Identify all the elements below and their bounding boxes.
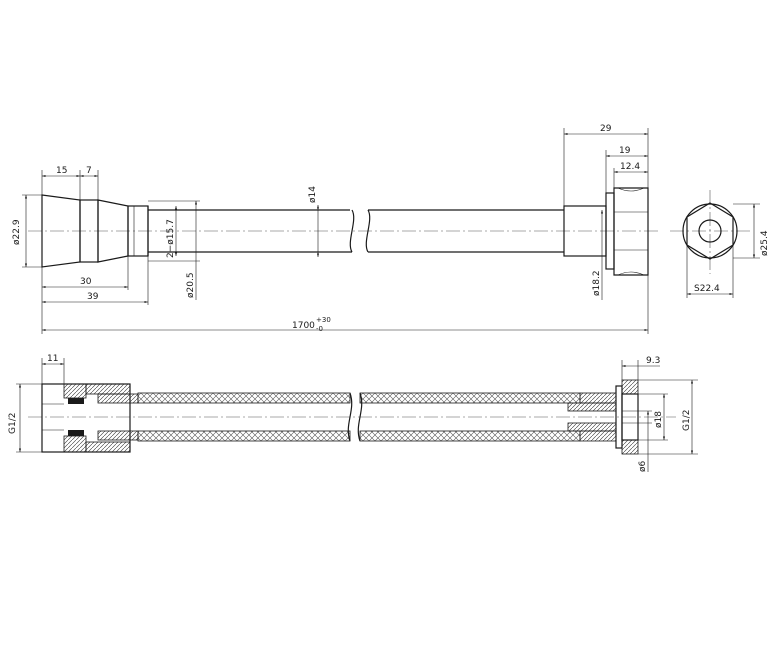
hex-end-view [670,190,750,274]
braid-bottom-left [137,430,351,442]
dim-d6: ø6 [638,460,648,472]
braid-bottom-right [359,430,581,442]
hex-nut-side [613,187,649,276]
dim-30: 30 [80,277,92,287]
dim-1700: 1700 [292,321,315,331]
dim-29: 29 [600,124,612,134]
braid-top-right [359,392,581,404]
dim-19: 19 [619,146,631,156]
dim-d18: ø18 [654,411,664,428]
dim-d20-5: ø20.5 [186,272,196,298]
top-view: 15 7 ø22.9 2−ø15.7 ø20.5 ø14 30 39 1700 … [12,124,770,334]
dim-d22-9: ø22.9 [12,219,22,245]
right-nut-bore [621,393,639,441]
dim-g-right: G1/2 [682,410,692,431]
dim-7: 7 [86,166,92,176]
dim-s22-4: S22.4 [694,284,720,294]
dim-d18-2: ø18.2 [592,270,602,296]
dim-9-3: 9.3 [646,356,660,366]
section-break-right [357,392,363,442]
dim-11: 11 [47,354,58,364]
dim-d25-4: ø25.4 [760,230,770,256]
dim-15: 15 [56,166,67,176]
dim-12-4: 12.4 [620,162,640,172]
braid-top-left [137,392,351,404]
section-break-left [347,392,353,442]
dim-1700-tol-lower: -0 [316,325,323,333]
dim-2-d15-7: 2−ø15.7 [166,219,176,258]
section-view: 11 G1/2 9.3 ø18 G1/2 ø6 [8,354,698,472]
dim-d14: ø14 [308,186,318,203]
break-line-right [365,209,371,253]
dim-39: 39 [87,292,99,302]
dim-1700-tol-upper: +30 [316,316,331,324]
break-line-left [349,209,355,253]
dim-g-left: G1/2 [8,413,18,434]
